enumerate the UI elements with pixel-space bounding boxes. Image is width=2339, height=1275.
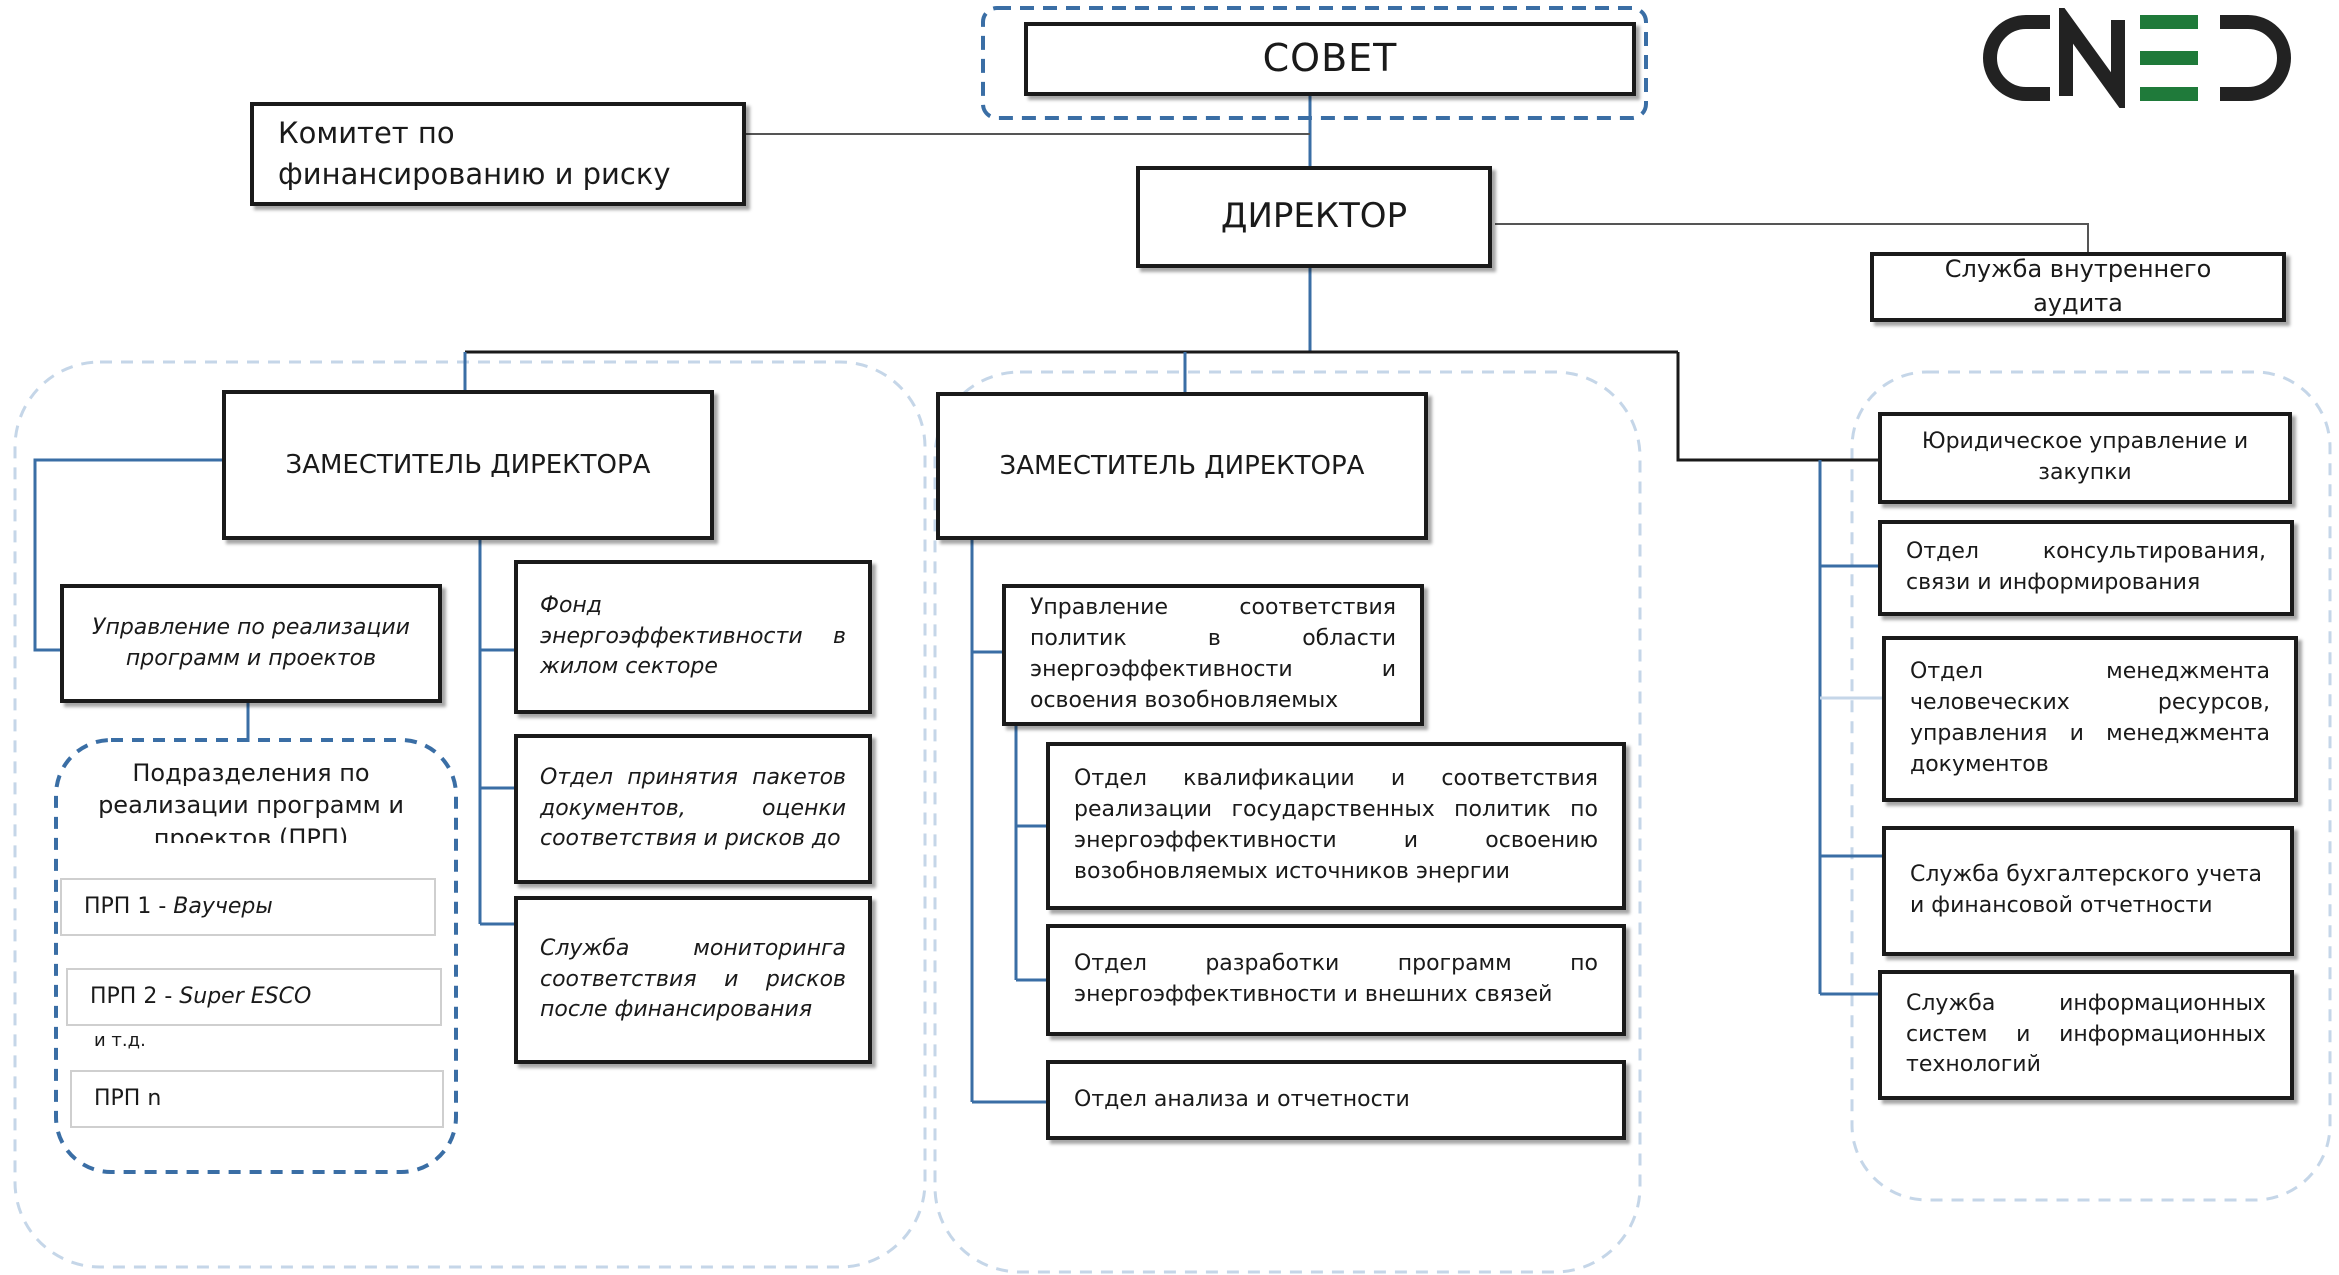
qualification-box: Отдел квалификации и соответствия реализ… — [1046, 742, 1626, 910]
program-mgmt-label: Управление по реализации программ и прое… — [92, 614, 410, 671]
director-box: ДИРЕКТОР — [1136, 166, 1492, 268]
director-label: ДИРЕКТОР — [1220, 196, 1408, 237]
accounting-box: Служба бухгалтерского учета и финансовой… — [1882, 826, 2294, 956]
it-box: Служба информационных систем и информаци… — [1878, 970, 2294, 1100]
hr-box: Отдел менеджмента человеческих ресурсов,… — [1882, 636, 2298, 802]
hr-label: Отдел менеджмента человеческих ресурсов,… — [1910, 659, 2270, 777]
fund-label: Фонд энергоэффективности в жилом секторе — [540, 592, 846, 680]
it-label: Служба информационных систем и информаци… — [1906, 990, 2266, 1078]
prp-title: Подразделения по реализации программ и п… — [98, 759, 404, 843]
prp-item-n: ПРП n — [70, 1070, 444, 1128]
policy-mgmt-label: Управление соответствия политик в област… — [1030, 595, 1396, 713]
prp-group-outline — [54, 738, 458, 1174]
prp-item-1: ПРП 1 - Ваучеры — [60, 878, 436, 936]
legal-label: Юридическое управление и закупки — [1921, 429, 2249, 485]
prp-item-n-code: ПРП n — [94, 1085, 162, 1111]
prp-etc: и т.д. — [94, 1030, 146, 1051]
dev-programs-label: Отдел разработки программ по энергоэффек… — [1074, 951, 1598, 1007]
prp-item-2-name: Super ESCO — [179, 983, 312, 1009]
prp-item-1-name: Ваучеры — [173, 893, 273, 919]
left-deputy-label: ЗАМЕСТИТЕЛЬ ДИРЕКТОРА — [285, 449, 651, 480]
qualification-label: Отдел квалификации и соответствия реализ… — [1074, 766, 1598, 884]
middle-deputy-label: ЗАМЕСТИТЕЛЬ ДИРЕКТОРА — [999, 450, 1365, 481]
council-box: СОВЕТ — [1024, 22, 1636, 96]
committee-box: Комитет по финансированию и риску — [250, 102, 746, 206]
analysis-label: Отдел анализа и отчетности — [1074, 1086, 1410, 1112]
prp-item-2: ПРП 2 - Super ESCO — [66, 968, 442, 1026]
consulting-box: Отдел консультирования, связи и информир… — [1878, 520, 2294, 616]
prp-item-2-code: ПРП 2 - — [90, 983, 173, 1009]
legal-box: Юридическое управление и закупки — [1878, 412, 2292, 504]
program-mgmt-box: Управление по реализации программ и прое… — [60, 584, 442, 703]
dev-programs-box: Отдел разработки программ по энергоэффек… — [1046, 924, 1626, 1036]
monitoring-label: Служба мониторинга соответствия и рисков… — [540, 935, 846, 1023]
docs-dept-box: Отдел принятия пакетов документов, оценк… — [514, 734, 872, 884]
middle-group-outline — [933, 370, 1642, 1274]
monitoring-box: Служба мониторинга соответствия и рисков… — [514, 896, 872, 1064]
consulting-label: Отдел консультирования, связи и информир… — [1906, 539, 2266, 595]
council-label: СОВЕТ — [1262, 36, 1398, 81]
audit-label: Служба внутреннего аудита — [1944, 255, 2212, 317]
fund-box: Фонд энергоэффективности в жилом секторе — [514, 560, 872, 714]
docs-dept-label: Отдел принятия пакетов документов, оценк… — [540, 764, 846, 852]
council-group-outline — [981, 6, 1648, 120]
prp-item-1-code: ПРП 1 - — [84, 893, 167, 919]
committee-label: Комитет по финансированию и риску — [278, 116, 671, 191]
audit-box: Служба внутреннего аудита — [1870, 252, 2286, 322]
left-group-outline — [13, 360, 927, 1269]
accounting-label: Служба бухгалтерского учета и финансовой… — [1910, 862, 2263, 918]
left-deputy-box: ЗАМЕСТИТЕЛЬ ДИРЕКТОРА — [222, 390, 714, 540]
analysis-box: Отдел анализа и отчетности — [1046, 1060, 1626, 1140]
right-group-outline — [1850, 370, 2332, 1202]
cnec-logo — [1983, 8, 2291, 108]
middle-deputy-box: ЗАМЕСТИТЕЛЬ ДИРЕКТОРА — [936, 392, 1428, 540]
policy-mgmt-box: Управление соответствия политик в област… — [1002, 584, 1424, 726]
